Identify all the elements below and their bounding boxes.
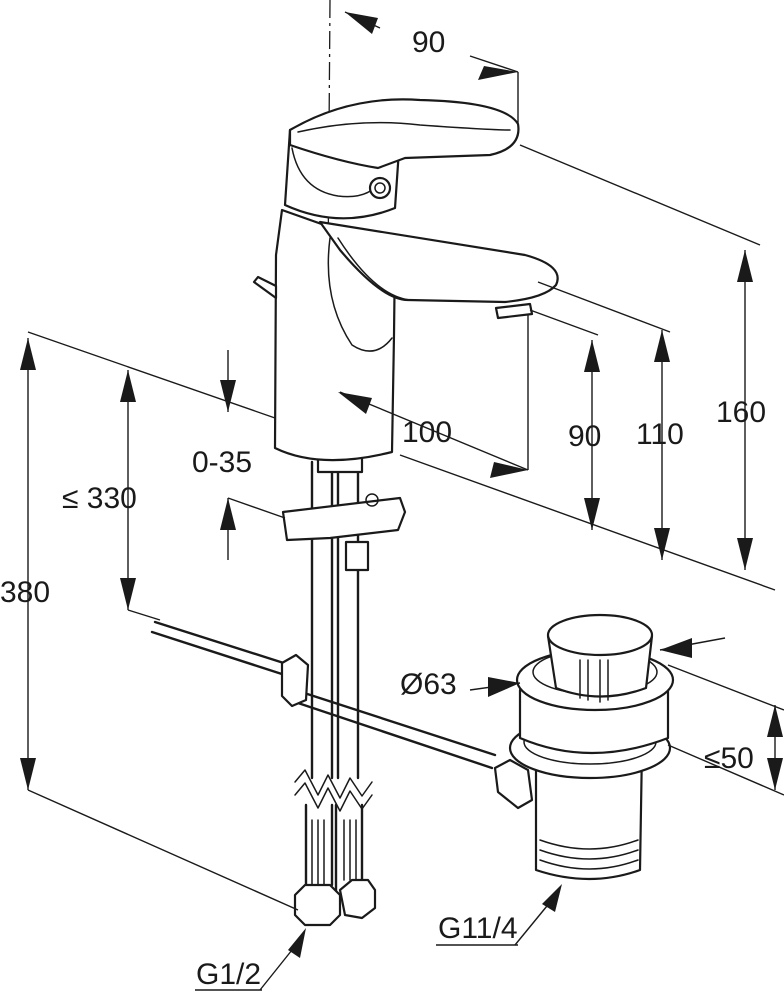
dimension-lines [20, 11, 784, 991]
dim-max-basin-thickness: ≤ 330 [62, 482, 137, 515]
rod-clamp [280, 653, 310, 708]
dim-spout-height: 90 [568, 420, 601, 453]
label-supply-thread: G1/2 [196, 958, 261, 991]
waste-valve-assembly [150, 613, 675, 881]
supply-nut [293, 883, 342, 927]
dim-hose-length: 380 [0, 576, 50, 609]
dim-overall-height: 160 [716, 396, 766, 429]
dim-waste-max-height: ≤50 [704, 742, 754, 775]
mounting-bracket [281, 496, 407, 542]
dim-spout-reach: 100 [402, 416, 452, 449]
dim-adjustment-range: 0-35 [192, 446, 252, 479]
brand-badge-icon [368, 176, 392, 200]
pop-up-rod [252, 275, 278, 300]
dim-lever-base-height: 110 [636, 418, 684, 451]
faucet-spout [318, 220, 559, 304]
supply-hoses [293, 460, 377, 927]
linkage-rod [150, 620, 292, 678]
dimension-labels: 90 160 110 90 100 0-35 ≤ 330 380 Ø63 ≤50… [0, 26, 766, 991]
dim-spout-swing: 90 [412, 26, 445, 59]
dim-waste-diameter: Ø63 [400, 668, 457, 701]
label-waste-thread: G11/4 [438, 912, 518, 945]
